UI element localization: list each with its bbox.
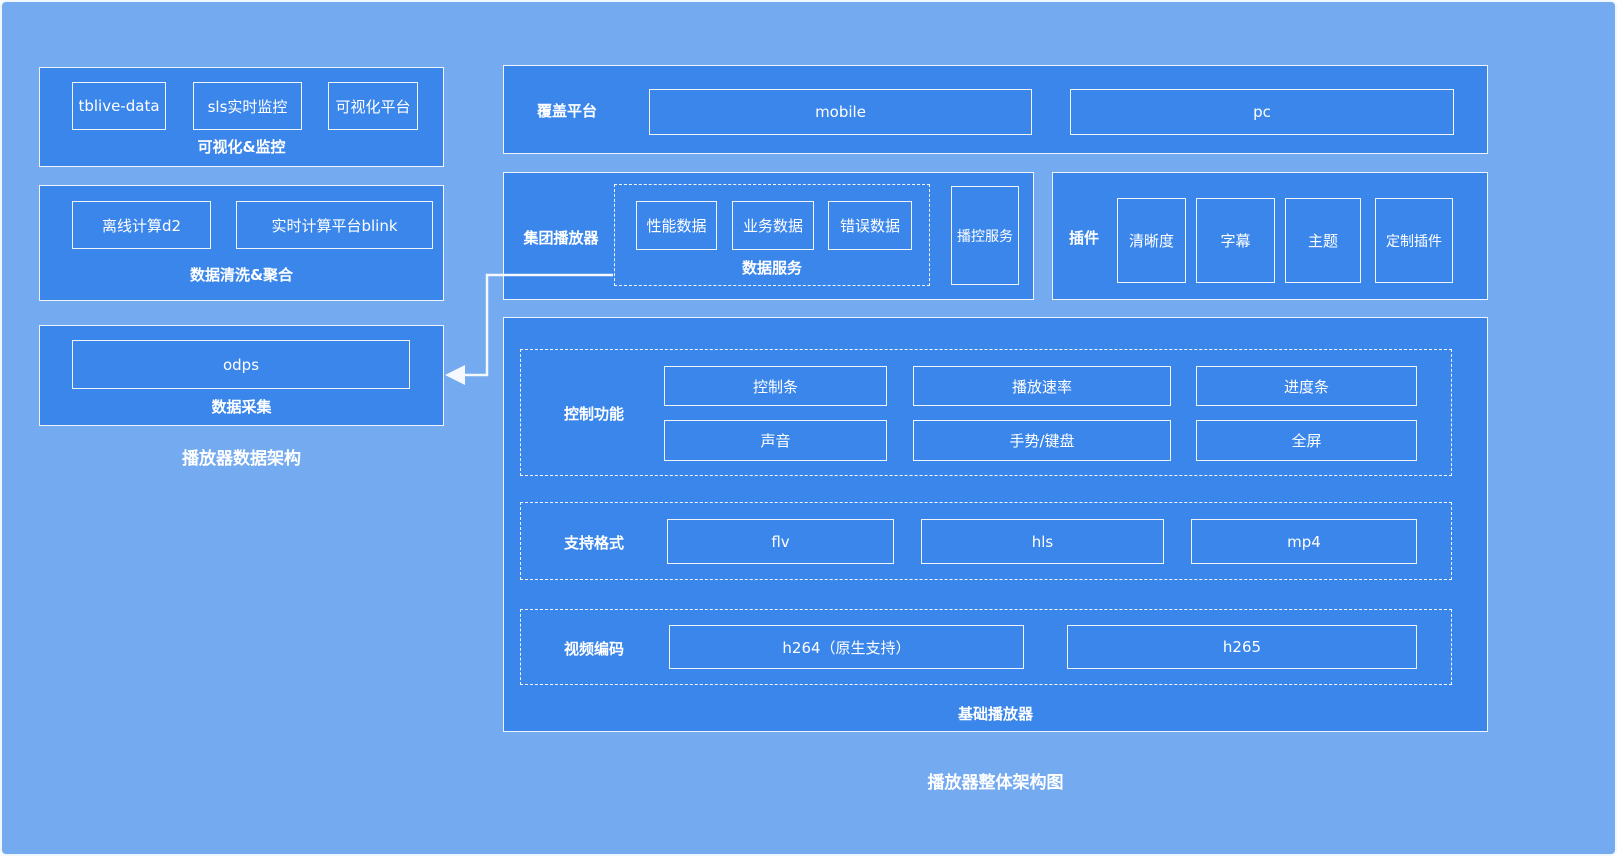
- node-error-data: 错误数据: [828, 201, 912, 250]
- node-h265: h265: [1067, 625, 1417, 669]
- data-service-box: 性能数据 业务数据 错误数据 数据服务: [614, 184, 930, 286]
- node-broadcast-control-service: 播控服务: [951, 186, 1019, 285]
- node-tblive-data: tblive-data: [72, 82, 166, 130]
- data-collection-label: 数据采集: [211, 397, 272, 416]
- node-offline-compute-d2: 离线计算d2: [72, 201, 211, 249]
- caption-data-architecture: 播放器数据架构: [182, 448, 301, 469]
- node-fullscreen: 全屏: [1196, 420, 1417, 461]
- node-flv: flv: [667, 519, 894, 564]
- caption-overall-architecture: 播放器整体架构图: [927, 772, 1064, 793]
- node-mp4: mp4: [1191, 519, 1417, 564]
- node-visualization-platform: 可视化平台: [328, 82, 418, 130]
- platform-coverage-label: 覆盖平台: [536, 102, 597, 120]
- data-collection-group: odps 数据采集: [39, 325, 444, 426]
- node-subtitles: 字幕: [1196, 198, 1275, 283]
- node-realtime-compute-blink: 实时计算平台blink: [236, 201, 433, 249]
- node-custom-plugin: 定制插件: [1375, 198, 1453, 283]
- group-player-label: 集团播放器: [523, 228, 599, 247]
- base-player-box: 控制功能 控制条 播放速率 进度条 声音 手势/键盘 全屏 支持格式 flv h…: [503, 317, 1488, 732]
- supported-formats-label: 支持格式: [563, 533, 624, 552]
- node-playback-rate: 播放速率: [913, 366, 1171, 406]
- control-functions-box: 控制功能 控制条 播放速率 进度条 声音 手势/键盘 全屏: [520, 349, 1452, 476]
- node-business-data: 业务数据: [732, 201, 814, 250]
- base-player-label: 基础播放器: [957, 704, 1033, 723]
- node-h264: h264（原生支持）: [669, 625, 1024, 669]
- node-control-bar: 控制条: [664, 366, 887, 406]
- node-progress-bar: 进度条: [1196, 366, 1417, 406]
- video-codec-box: 视频编码 h264（原生支持） h265: [520, 609, 1452, 685]
- data-cleaning-label: 数据清洗&聚合: [189, 265, 294, 284]
- group-player-box: 集团播放器 性能数据 业务数据 错误数据 数据服务 播控服务: [503, 172, 1034, 300]
- plugins-group: 插件 清晰度 字幕 主题 定制插件: [1052, 172, 1488, 300]
- node-hls: hls: [921, 519, 1164, 564]
- control-functions-label: 控制功能: [563, 405, 624, 423]
- node-gesture-keyboard: 手势/键盘: [913, 420, 1171, 461]
- node-sls-realtime-monitor: sls实时监控: [193, 82, 302, 130]
- data-service-label: 数据服务: [741, 258, 802, 277]
- visualization-monitoring-label: 可视化&监控: [197, 137, 286, 156]
- node-performance-data: 性能数据: [636, 201, 717, 250]
- node-odps: odps: [72, 340, 410, 389]
- platform-coverage-group: 覆盖平台 mobile pc: [503, 65, 1488, 154]
- node-volume: 声音: [664, 420, 887, 461]
- supported-formats-box: 支持格式 flv hls mp4: [520, 502, 1452, 580]
- node-resolution: 清晰度: [1117, 198, 1186, 283]
- node-mobile: mobile: [649, 89, 1032, 135]
- node-theme: 主题: [1285, 198, 1361, 283]
- video-codec-label: 视频编码: [563, 639, 624, 658]
- visualization-monitoring-group: tblive-data sls实时监控 可视化平台 可视化&监控: [39, 67, 444, 167]
- data-cleaning-group: 离线计算d2 实时计算平台blink 数据清洗&聚合: [39, 185, 444, 301]
- plugins-label: 插件: [1068, 228, 1099, 247]
- node-pc: pc: [1070, 89, 1454, 135]
